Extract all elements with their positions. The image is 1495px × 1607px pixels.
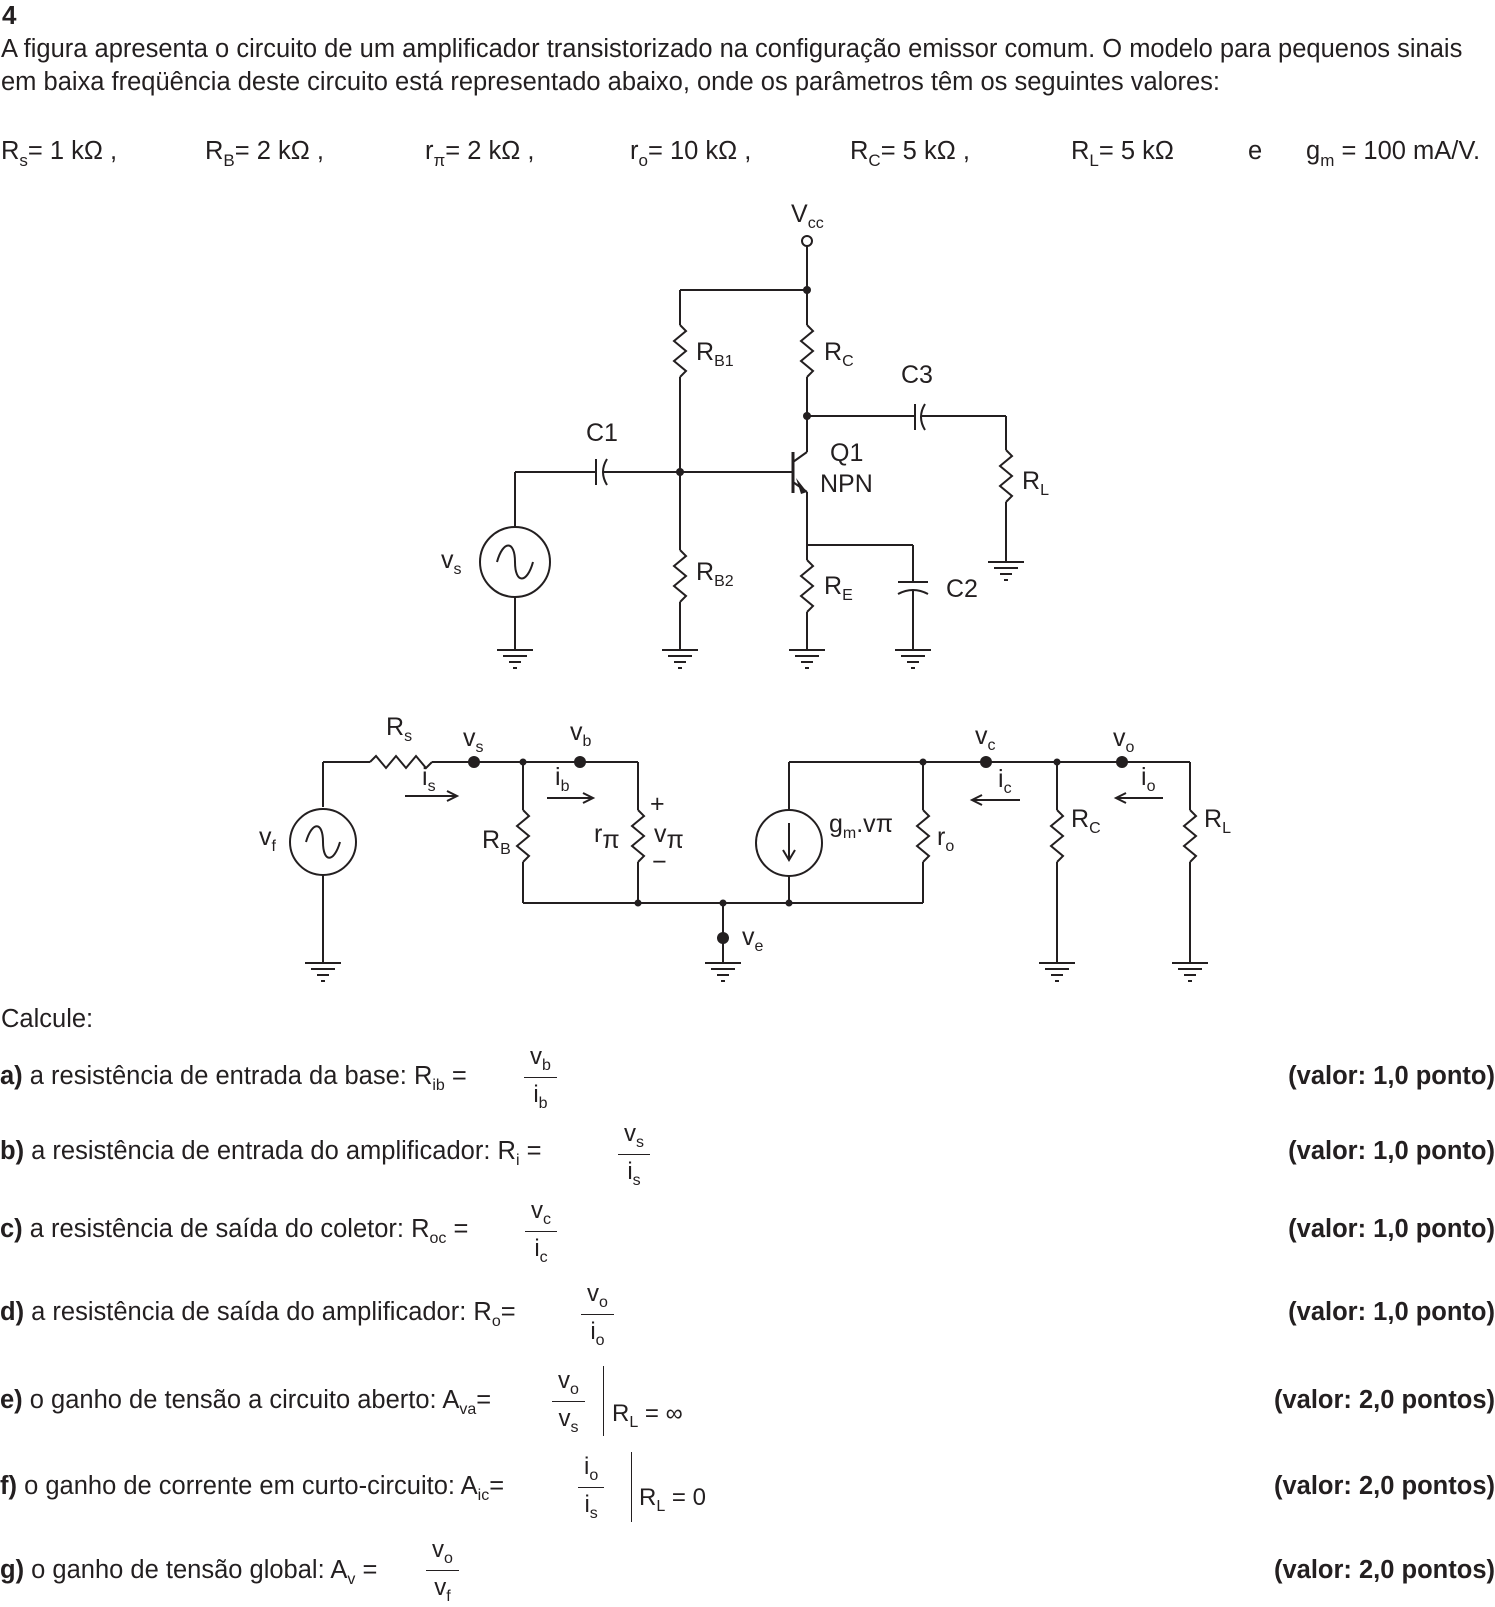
rpi-label: rπ: [594, 820, 620, 854]
question-g: g) o ganho de tensão global: Av =: [0, 1556, 378, 1588]
rl-resistor-2: [1182, 809, 1198, 863]
vc-label: vc: [975, 722, 996, 754]
question-c: c) a resistência de saída do coletor: Ro…: [0, 1215, 469, 1247]
vpi-plus: +: [650, 790, 665, 818]
vpi-label: vπ: [654, 820, 684, 854]
rs-label: Rs: [386, 713, 412, 745]
points-b: (valor: 1,0 ponto): [1288, 1137, 1495, 1165]
rc-label-2: RC: [1071, 805, 1101, 837]
rl-label-1: RL: [1022, 467, 1049, 499]
question-e: e) o ganho de tensão a circuito aberto: …: [0, 1386, 492, 1418]
rb-resistor: [515, 809, 531, 863]
q1-label: Q1: [830, 439, 863, 467]
param-rb: RB= 2 kΩ ,: [205, 137, 324, 170]
points-c: (valor: 1,0 ponto): [1288, 1215, 1495, 1243]
evaluation-bar-e: [603, 1366, 604, 1436]
rb-label-2: RB: [482, 826, 511, 858]
param-rc: RC= 5 kΩ ,: [850, 137, 970, 170]
rl-label-2: RL: [1204, 805, 1231, 837]
condition-f: RL = 0: [639, 1484, 706, 1515]
gm-label: gm.vπ: [829, 810, 893, 842]
vcc-label: Vcc: [791, 200, 824, 232]
points-g: (valor: 2,0 pontos): [1273, 1556, 1495, 1584]
vf-label: vf: [259, 823, 277, 855]
param-gm: gm = 100 mA/V.: [1306, 137, 1481, 170]
vb-label: vb: [570, 718, 592, 750]
is-label: is: [422, 763, 436, 795]
question-d: d) a resistência de saída do amplificado…: [0, 1298, 516, 1330]
condition-e: RL = ∞: [612, 1400, 683, 1431]
rb2-resistor: [672, 549, 688, 603]
rpi-resistor: [630, 809, 646, 863]
ib-label: ib: [555, 763, 570, 795]
rc-resistor: [799, 324, 815, 378]
circuit-diagrams: Vcc RB1 RC C3 C1 Q1 NPN RL vs RB2 RE C2 …: [259, 200, 1231, 982]
c2-label: C2: [946, 575, 978, 603]
rb1-resistor: [672, 324, 688, 378]
io-label: io: [1141, 763, 1156, 795]
ro-resistor: [915, 809, 931, 863]
question-f: f) o ganho de corrente em curto-circuito…: [0, 1472, 505, 1504]
param-rs: Rs= 1 kΩ ,: [1, 137, 118, 170]
c3-label: C3: [901, 361, 933, 389]
question-b: b) a resistência de entrada do amplifica…: [0, 1137, 542, 1169]
vs-label-2: vs: [463, 724, 484, 756]
re-label: RE: [824, 572, 853, 604]
rb2-label: RB2: [696, 558, 734, 590]
points-a: (valor: 1,0 ponto): [1288, 1062, 1495, 1090]
c1-label: C1: [586, 419, 618, 447]
vcc-terminal: [801, 235, 813, 247]
rc-resistor-2: [1049, 809, 1065, 863]
param-conj: e: [1248, 137, 1263, 165]
npn-label: NPN: [820, 470, 873, 498]
re-resistor: [799, 559, 815, 613]
question-a: a) a resistência de entrada da base: Rib…: [0, 1062, 467, 1094]
points-f: (valor: 2,0 pontos): [1273, 1472, 1495, 1500]
ic-label: ic: [998, 765, 1012, 797]
ve-label: ve: [742, 923, 764, 955]
points-e: (valor: 2,0 pontos): [1273, 1386, 1495, 1414]
vo-label: vo: [1113, 724, 1135, 756]
rb1-label: RB1: [696, 338, 734, 370]
intro-text: A figura apresenta o circuito de um ampl…: [1, 35, 1463, 96]
vpi-minus: −: [652, 848, 667, 876]
param-rpi: rπ= 2 kΩ ,: [425, 137, 535, 170]
rc-label: RC: [824, 338, 854, 370]
calcule-heading: Calcule:: [1, 1005, 94, 1033]
ro-label: ro: [937, 823, 954, 855]
vs-label-1: vs: [441, 546, 462, 578]
param-rl: RL= 5 kΩ: [1071, 137, 1174, 170]
evaluation-bar-f: [631, 1452, 632, 1522]
points-d: (valor: 1,0 ponto): [1288, 1298, 1495, 1326]
param-ro: ro= 10 kΩ ,: [630, 137, 752, 170]
question-number: 4: [2, 0, 17, 30]
rs-resistor: [369, 754, 433, 770]
rl-resistor-1: [998, 449, 1014, 503]
